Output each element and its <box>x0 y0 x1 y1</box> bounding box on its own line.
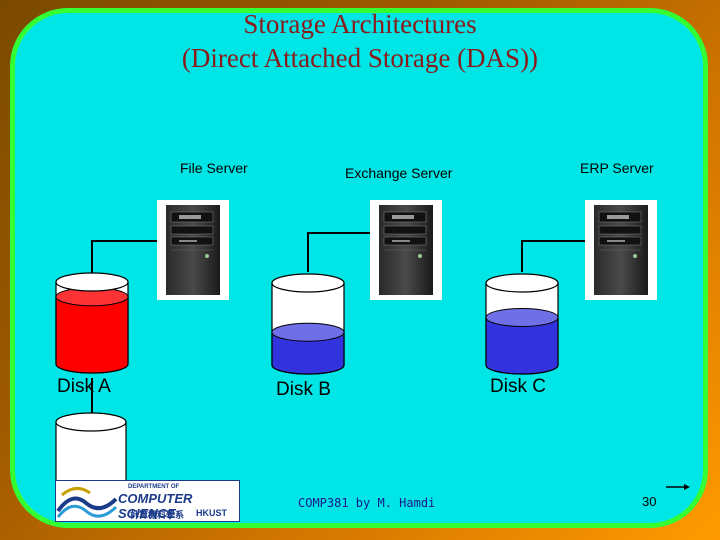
disk-c-cylinder <box>485 273 559 375</box>
link-erp-server-disk-c <box>521 240 592 272</box>
disk-label-c: Disk C <box>490 376 546 397</box>
footer-credit: COMP381 by M. Hamdi <box>298 496 436 510</box>
disk-b-cylinder-top <box>271 273 345 293</box>
logo-dept-text: DEPARTMENT OF <box>128 484 180 490</box>
disk-a-cylinder <box>55 272 129 374</box>
disk-c-cylinder-top <box>485 273 559 293</box>
disk-c-cylinder-fill <box>485 316 559 375</box>
disk-b-cylinder-fill <box>271 331 345 375</box>
link-exchange-server-disk-b <box>307 232 378 272</box>
disk-b-cylinder <box>271 273 345 375</box>
title-line-1: Storage Architectures <box>243 9 477 39</box>
disk-b-cylinder-fill-surface <box>271 322 345 342</box>
server-label-exchange: Exchange Server <box>345 165 453 181</box>
tower-server-icon <box>370 200 442 300</box>
link-file-server-disk-a <box>91 240 165 280</box>
disk-label-a: Disk A <box>57 376 111 397</box>
logo-chinese-text: 計算機科學系 <box>130 510 185 520</box>
hkust-cs-logo: DEPARTMENT OF COMPUTER SCIENCE 計算機科學系 HK… <box>55 480 240 522</box>
disk-c-cylinder-fill-surface <box>485 307 559 327</box>
title-line-2: (Direct Attached Storage (DAS)) <box>181 43 539 73</box>
disk-a-cylinder-fill <box>55 296 129 374</box>
logo-school-text: HKUST <box>196 508 227 518</box>
logo-name-text: COMPUTER SCIENCE <box>118 491 193 521</box>
tower-server-icon <box>585 200 657 300</box>
page-number: 30 <box>642 494 657 509</box>
disk-label-b: Disk B <box>276 379 331 400</box>
server-label-erp: ERP Server <box>580 160 654 176</box>
tower-server-icon <box>157 200 229 300</box>
disk-a-cylinder-top <box>55 272 129 292</box>
hkust-wave-icon <box>56 487 118 518</box>
extra-disk-cylinder-top <box>55 412 127 432</box>
server-label-file: File Server <box>180 160 248 176</box>
